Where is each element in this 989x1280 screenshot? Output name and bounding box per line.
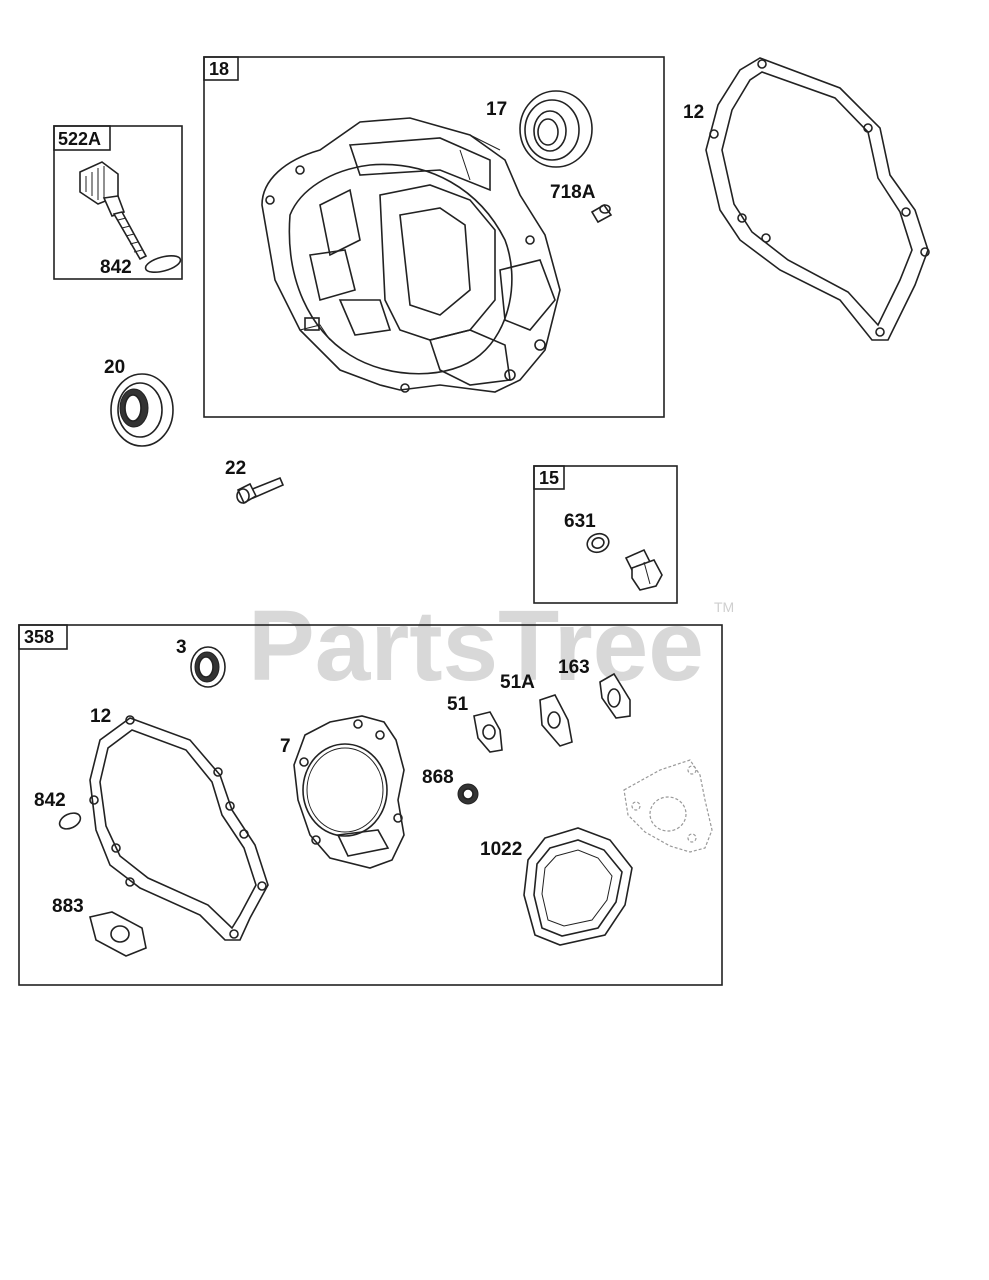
label-12-bottom[interactable]: 12 <box>90 706 111 727</box>
label-51a[interactable]: 51A <box>500 672 535 693</box>
box-358-frame <box>18 624 723 986</box>
washer-631-part[interactable] <box>585 531 612 555</box>
label-17[interactable]: 17 <box>486 99 507 120</box>
label-718a[interactable]: 718A <box>550 182 596 203</box>
watermark-trademark: TM <box>714 599 734 615</box>
label-20[interactable]: 20 <box>104 357 125 378</box>
box-18-frame <box>203 56 665 418</box>
label-7[interactable]: 7 <box>280 736 291 757</box>
bolt-22-part[interactable] <box>236 476 285 505</box>
box-522a-label[interactable]: 522A <box>58 129 101 149</box>
box-15-tag <box>533 465 565 490</box>
group-522a: 522A 842 <box>53 125 183 280</box>
crankcase-cover-part[interactable] <box>261 117 561 393</box>
head-gasket-7-part[interactable] <box>293 715 405 869</box>
label-883[interactable]: 883 <box>52 896 84 917</box>
box-358-tag <box>18 624 68 650</box>
label-868[interactable]: 868 <box>422 767 454 788</box>
label-22[interactable]: 22 <box>225 458 246 479</box>
box-522a-frame <box>53 125 183 280</box>
dowel-pin-718a-part[interactable] <box>590 203 613 224</box>
gasket-883-part[interactable] <box>89 911 147 957</box>
label-51[interactable]: 51 <box>447 694 469 715</box>
box-522a-tag <box>53 125 111 151</box>
box-18-label[interactable]: 18 <box>209 59 229 79</box>
label-3[interactable]: 3 <box>176 637 187 658</box>
gasket-163-part[interactable] <box>599 672 631 719</box>
gasket-12-bottom-part[interactable] <box>89 715 269 941</box>
label-12-top[interactable]: 12 <box>683 102 704 123</box>
gasket-51-part[interactable] <box>473 711 503 753</box>
bearing-17-part[interactable] <box>519 90 593 168</box>
box-15-frame <box>533 465 678 604</box>
valve-seal-868-part[interactable] <box>457 783 479 805</box>
gasket-12-top-part[interactable] <box>705 57 930 341</box>
box-15-label[interactable]: 15 <box>539 468 559 488</box>
dipstick-part[interactable] <box>79 161 148 261</box>
oil-seal-20-part[interactable] <box>110 373 174 447</box>
box-18-tag <box>203 56 239 81</box>
valve-cover-gasket-1022-part[interactable] <box>523 827 633 946</box>
label-842-bottom[interactable]: 842 <box>34 790 66 811</box>
gasket-51a-part[interactable] <box>539 694 573 747</box>
group-15: 15 631 <box>533 465 678 604</box>
seal-3-part[interactable] <box>190 646 226 688</box>
o-ring-842-top[interactable] <box>144 253 182 276</box>
watermark-text: PartsTree <box>248 590 704 702</box>
gasket-outline-part[interactable] <box>623 759 713 853</box>
box-358-label[interactable]: 358 <box>24 627 54 647</box>
group-358: 358 3 12 <box>18 624 723 986</box>
group-18: 18 17 <box>203 56 665 418</box>
label-1022[interactable]: 1022 <box>480 839 522 860</box>
o-ring-842-bottom[interactable] <box>57 810 83 832</box>
drain-plug-part[interactable] <box>624 548 663 591</box>
label-842-top[interactable]: 842 <box>100 257 132 278</box>
label-631[interactable]: 631 <box>564 511 596 532</box>
label-163[interactable]: 163 <box>558 657 590 678</box>
